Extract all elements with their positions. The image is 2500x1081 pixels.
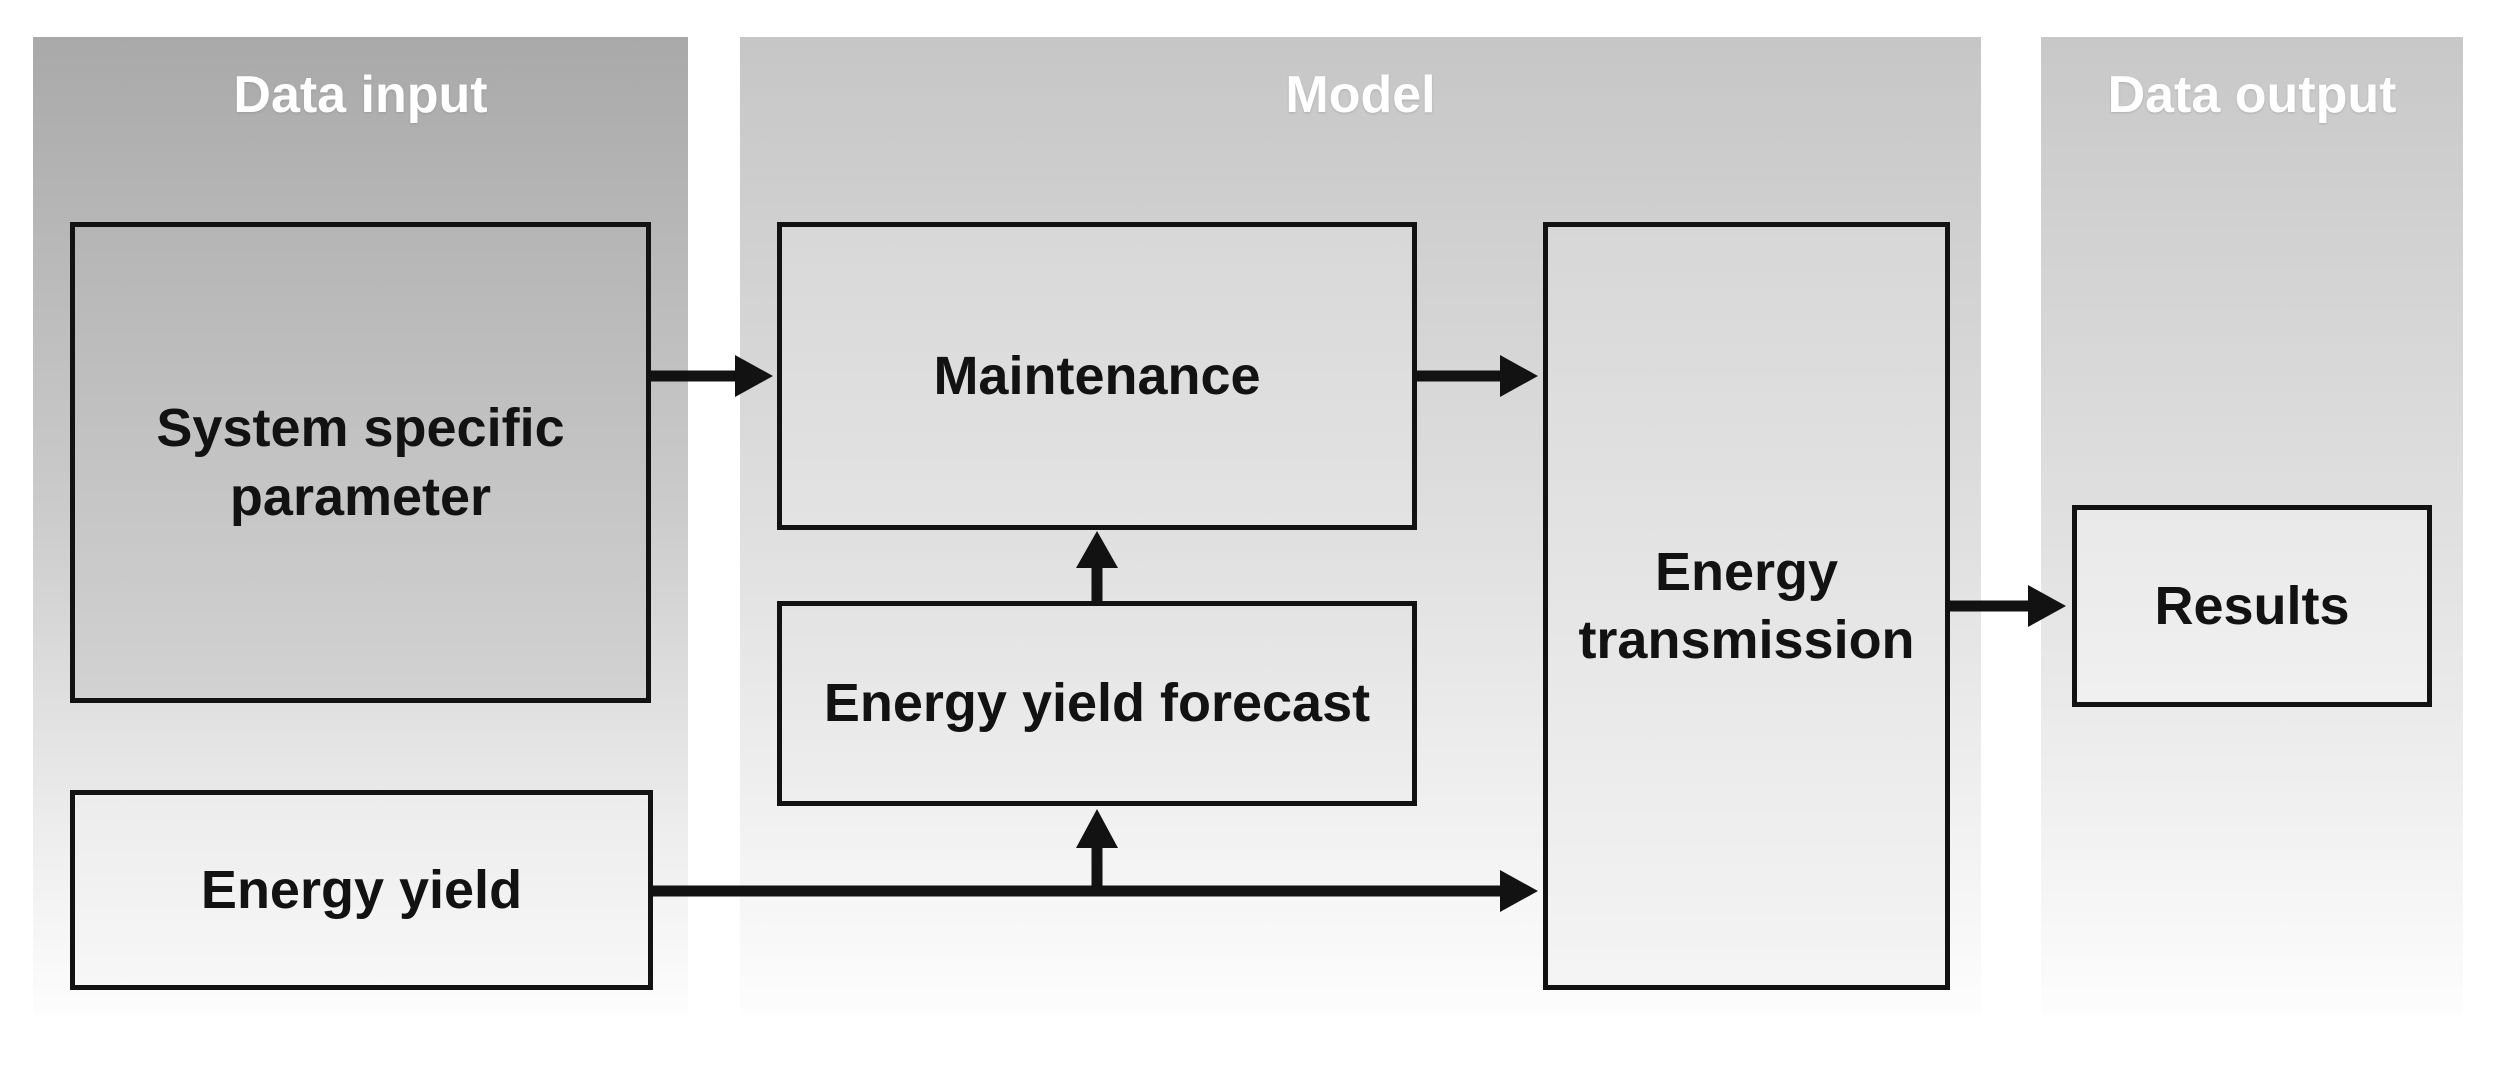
panel-title-data-output: Data output [2107,66,2397,124]
node-energy-yield: Energy yield [70,790,653,990]
node-label-maintenance: Maintenance [933,345,1261,406]
node-system-specific-parameter: System specific parameter [70,222,651,703]
node-label-energy-transmission: Energy transmission [1578,541,1915,670]
panel-title-data-input: Data input [233,66,488,124]
panel-title-model: Model [1285,66,1436,124]
node-results: Results [2072,505,2432,707]
node-maintenance: Maintenance [777,222,1417,530]
node-label-energy-yield: Energy yield [200,859,523,920]
node-energy-transmission: Energy transmission [1543,222,1950,990]
node-label-results: Results [2154,575,2350,636]
node-energy-yield-forecast: Energy yield forecast [777,601,1417,806]
node-label-energy-yield-forecast: Energy yield forecast [823,673,1371,734]
node-label-system-specific-parameter: System specific parameter [156,398,565,527]
